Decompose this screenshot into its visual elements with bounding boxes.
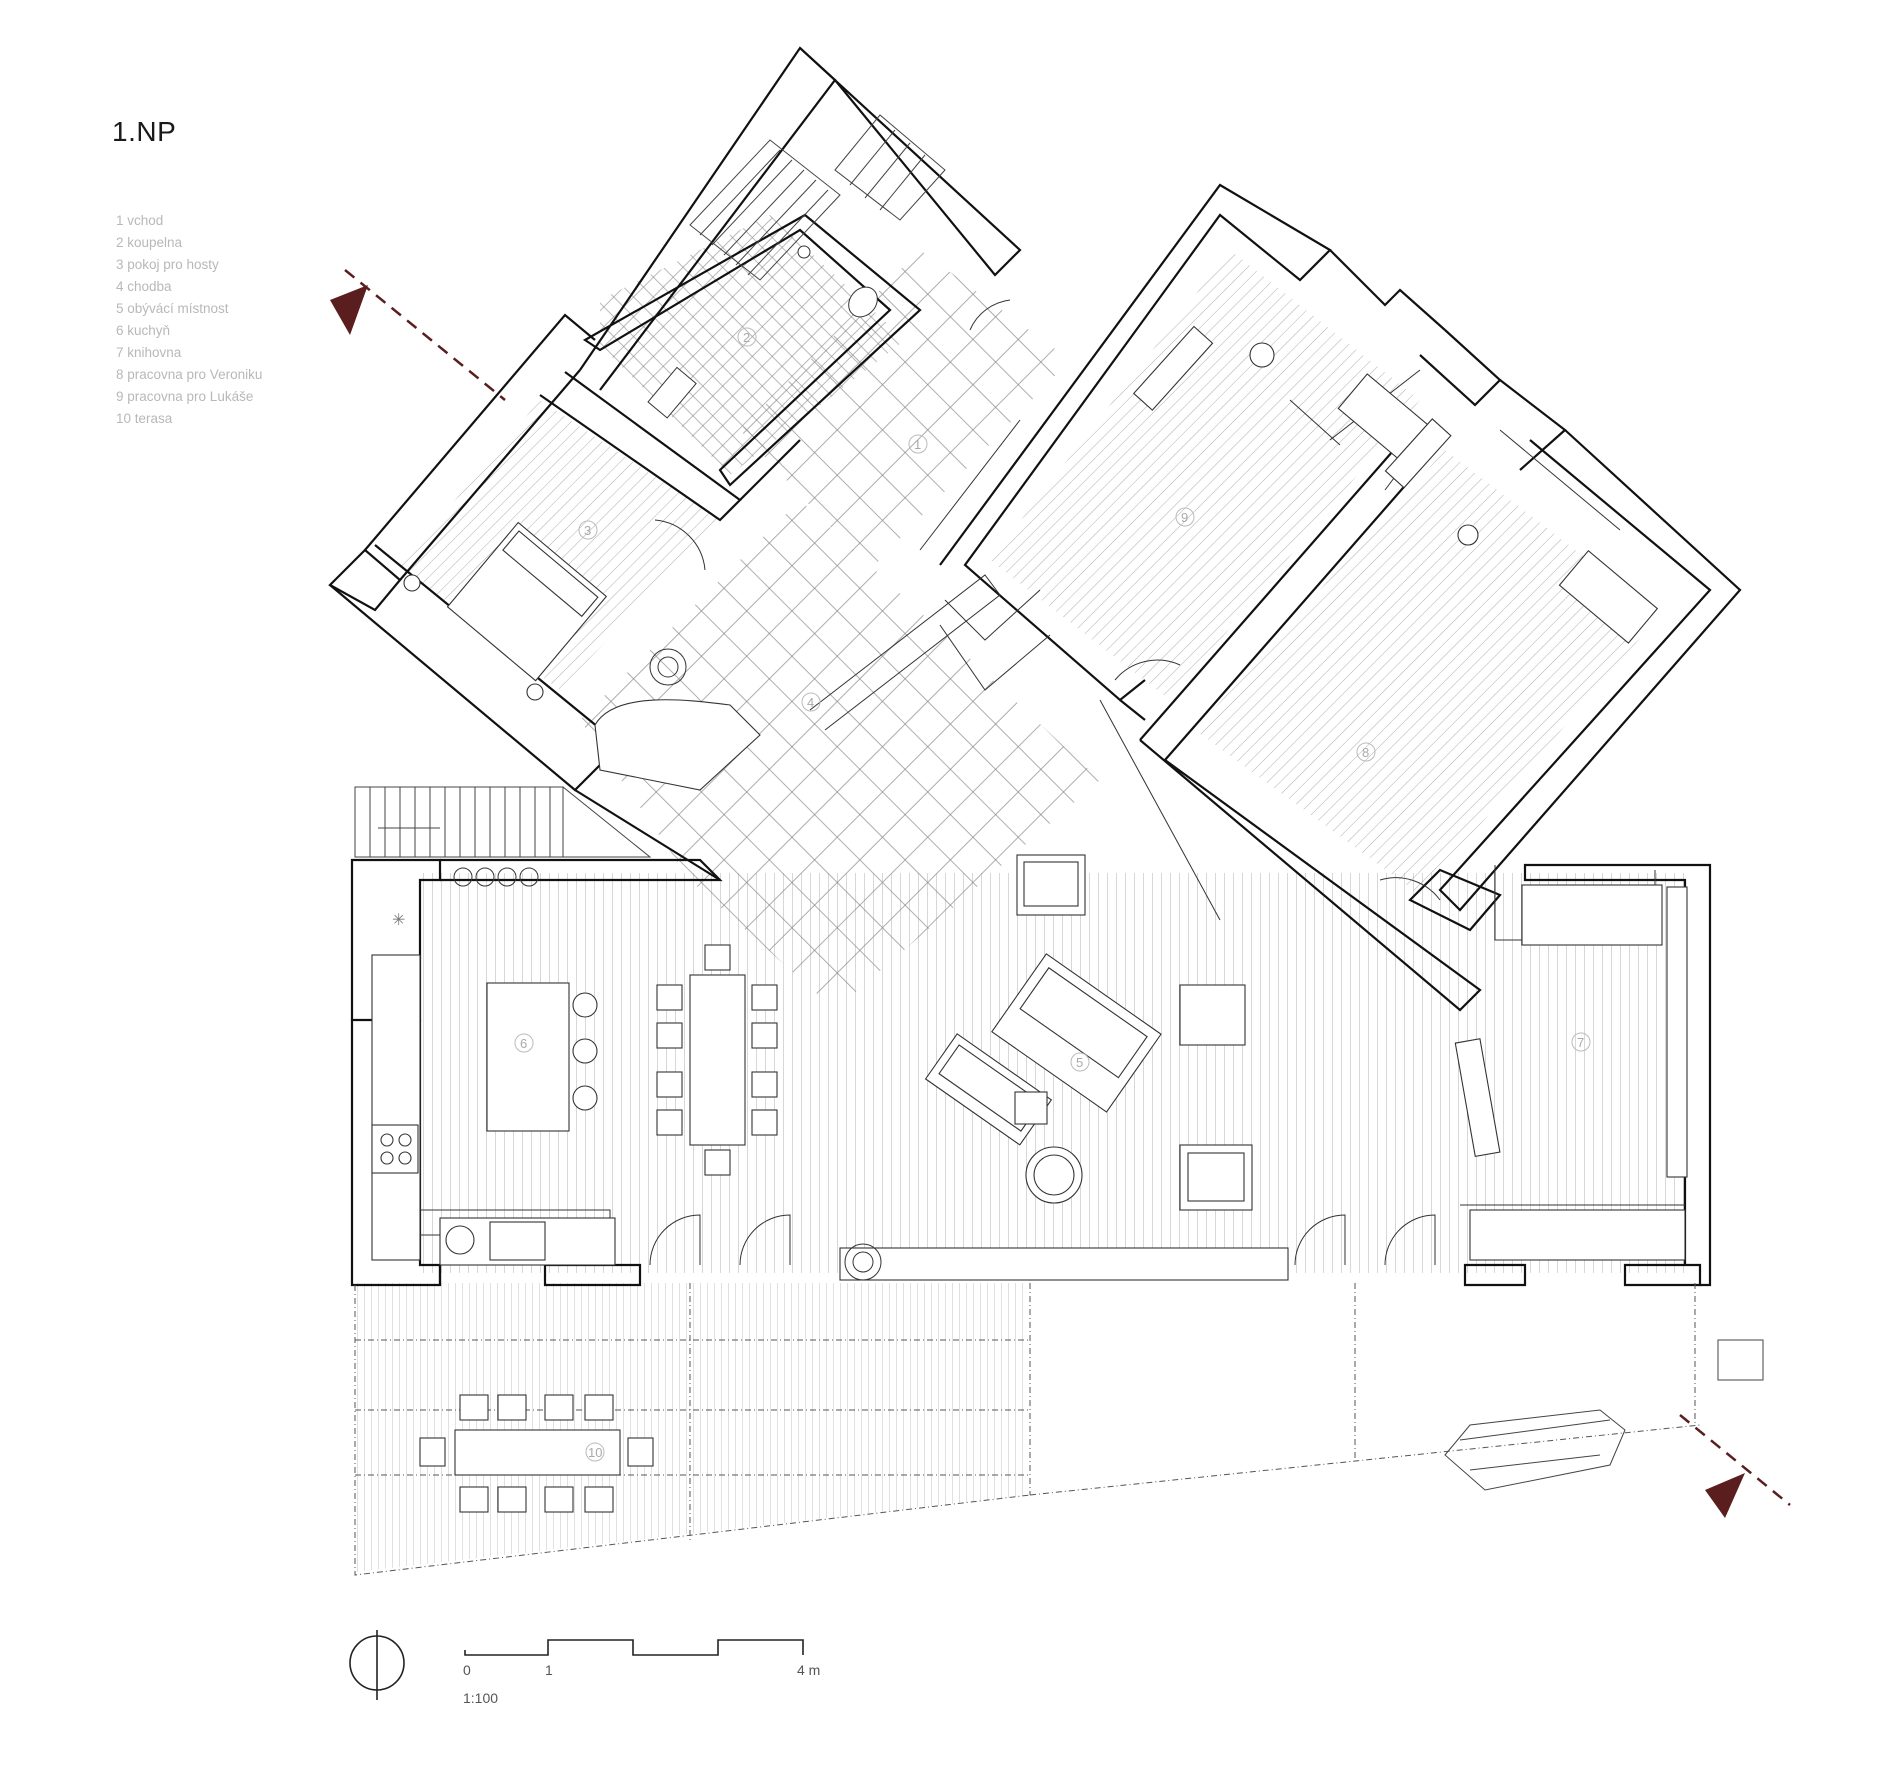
washbasin [647, 366, 697, 419]
study-furniture [1132, 325, 1659, 644]
room-number: 7 [1577, 1035, 1584, 1050]
library-shelf [1666, 886, 1688, 1178]
bedside-lamp [526, 683, 544, 701]
scale-tick-0: 0 [463, 1662, 471, 1678]
legend-item: 7 knihovna [116, 345, 182, 360]
legend-item: 5 obývácí místnost [116, 301, 229, 316]
bedside-lamp [403, 574, 421, 592]
room-number: 8 [1362, 745, 1369, 760]
room-number: 10 [588, 1445, 602, 1460]
dining-table [689, 974, 746, 1146]
sideboard [839, 1247, 1289, 1281]
terrace-dining [419, 1394, 654, 1513]
room-number: 9 [1181, 510, 1188, 525]
svg-text:✳: ✳ [392, 912, 405, 929]
section-line [330, 269, 1791, 1518]
room-legend: 1 vchod 2 koupelna 3 pokoj pro hosty 4 c… [116, 210, 262, 430]
terrace [354, 1283, 1701, 1576]
legend-item: 8 pracovna pro Veroniku [116, 367, 263, 382]
bench [1454, 1038, 1501, 1158]
office-chair [1457, 524, 1479, 546]
walls [328, 46, 1742, 1287]
bathroom-tiles [600, 215, 905, 475]
room-number: 3 [584, 523, 591, 538]
curved-bench [594, 699, 761, 791]
legend-item: 2 koupelna [116, 235, 183, 250]
kitchen: ✳ [371, 912, 616, 1266]
scale-ratio: 1:100 [463, 1690, 499, 1706]
drawing-title: 1.NP [112, 116, 177, 147]
side-table [1014, 1091, 1048, 1125]
dining-set [656, 944, 778, 1176]
section-marker-icon [330, 285, 368, 335]
scale-bar [464, 1639, 804, 1656]
hammock [1444, 1339, 1764, 1491]
lounger [1717, 1339, 1764, 1381]
scale-tick-1: 1 [545, 1662, 553, 1678]
north-arrow-icon [349, 1630, 405, 1700]
shower-drain [797, 245, 811, 259]
entry-stair [354, 786, 652, 858]
study-lukas-floor [1195, 450, 1660, 895]
desk [1469, 1209, 1686, 1261]
desk [1384, 418, 1452, 489]
daybed [1558, 549, 1659, 644]
terrace-table [454, 1429, 621, 1476]
library-sofa [1521, 884, 1663, 946]
living-furniture [839, 854, 1688, 1281]
room-number: 4 [807, 695, 814, 710]
legend-item: 4 chodba [116, 279, 172, 294]
study-veronika-floor [990, 250, 1420, 700]
sofa [991, 953, 1162, 1113]
bathroom-wall [582, 213, 922, 487]
sink [489, 1221, 546, 1261]
room-numbers: 1 2 3 4 5 6 7 8 9 10 [514, 327, 1591, 1462]
room-number: 6 [520, 1036, 527, 1051]
study-block-outer [939, 183, 1332, 702]
toilet [848, 286, 878, 318]
legend-item: 9 pracovna pro Lukáše [116, 389, 254, 404]
room-number: 2 [743, 330, 750, 345]
scale-tick-4m: 4 m [797, 1662, 821, 1678]
bar-stool [572, 1038, 598, 1064]
bar-stool [572, 1085, 598, 1111]
desk [1132, 325, 1214, 411]
kitchen-island [486, 982, 570, 1132]
plants [453, 648, 882, 1281]
floor-finishes [355, 215, 1686, 1572]
terrace-floor [355, 1283, 1028, 1572]
hob [371, 1124, 419, 1174]
bathroom-fixtures [647, 245, 878, 419]
legend-item: 3 pokoj pro hosty [116, 257, 219, 272]
double-bed [446, 521, 608, 682]
guest-furniture [403, 521, 608, 701]
armchair [1179, 1144, 1253, 1211]
office-chair [1249, 342, 1275, 368]
armchair [1016, 854, 1086, 916]
corridor-tiles [580, 500, 1100, 1010]
legend-item: 6 kuchyň [116, 323, 171, 338]
plant [844, 1243, 882, 1281]
section-marker-icon [1705, 1473, 1745, 1518]
door-swings [649, 299, 1441, 1266]
room-number: 5 [1076, 1055, 1083, 1070]
room-number: 1 [914, 437, 921, 452]
legend-item: 1 vchod [116, 213, 164, 228]
guest-wing-wall [328, 548, 402, 612]
entry-tiles [740, 250, 1070, 570]
kitchen-counter [371, 954, 421, 1261]
plant [649, 648, 687, 686]
legend-item: 10 terasa [116, 411, 173, 426]
cabinet [1179, 984, 1246, 1046]
bar-stool [572, 992, 598, 1018]
internal-stair [689, 114, 946, 281]
